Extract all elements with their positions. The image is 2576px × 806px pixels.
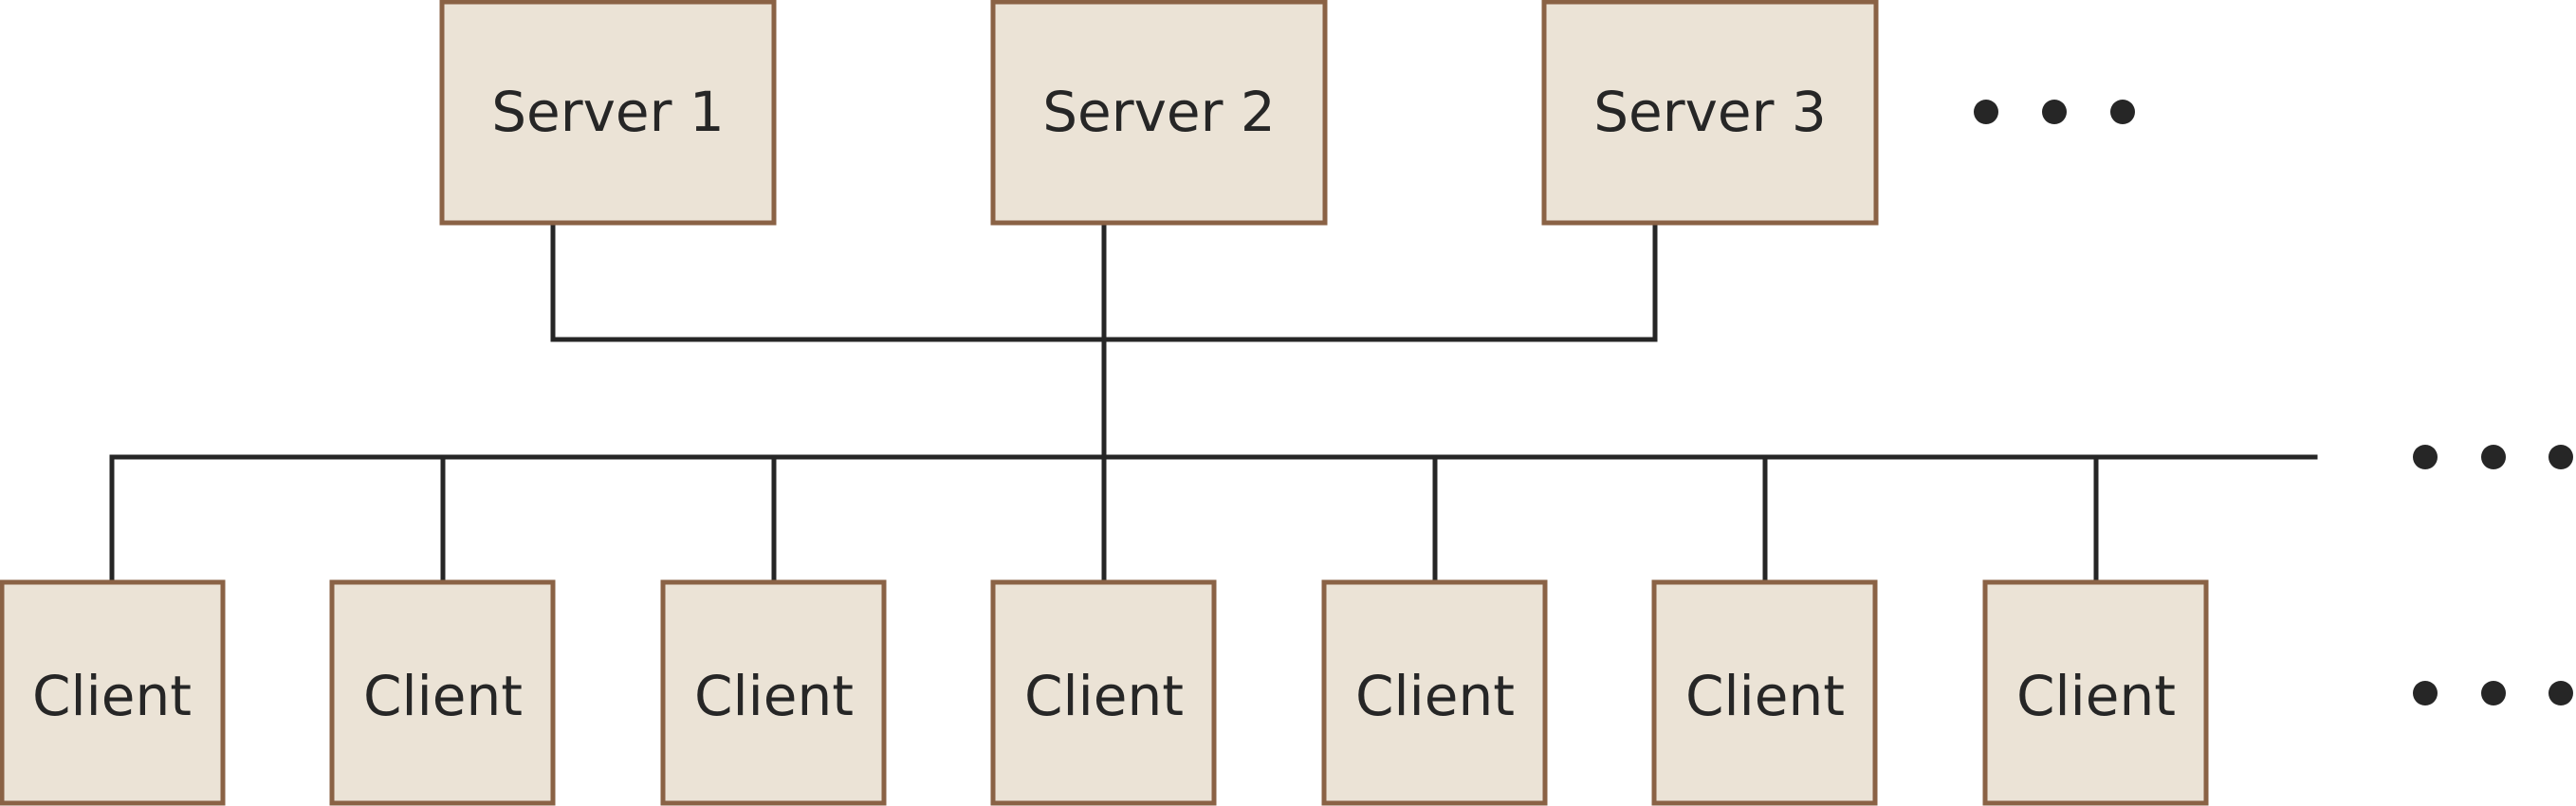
client-3-box (660, 579, 887, 806)
client-7-box (1982, 579, 2209, 806)
more-bus-ellipsis (2413, 445, 2573, 469)
server-3-box (1541, 0, 1879, 226)
server-1-label: Server 1 (491, 80, 725, 144)
server-1-box (439, 0, 777, 226)
client-node: Client (660, 579, 887, 806)
client-4-label: Client (1024, 664, 1184, 728)
ellipsis-dot (2548, 681, 2573, 705)
ellipsis-dot (2413, 445, 2438, 469)
ellipsis-dot (2481, 445, 2506, 469)
client-node: Client (1982, 579, 2209, 806)
client-6-box (1651, 579, 1878, 806)
client-node: Client (0, 579, 226, 806)
ellipsis-dot (2481, 681, 2506, 705)
server-2-label: Server 2 (1042, 80, 1276, 144)
server-3-label: Server 3 (1593, 80, 1827, 144)
client-node: Client (1321, 579, 1548, 806)
ellipsis-dot (1974, 100, 1998, 124)
connections (109, 220, 2318, 585)
server-2-box (990, 0, 1328, 226)
ellipsis-dot (2110, 100, 2135, 124)
client-4-box (990, 579, 1217, 806)
client-5-label: Client (1355, 664, 1515, 728)
client-7-label: Client (2016, 664, 2176, 728)
client-2-box (329, 579, 556, 806)
client-5-box (1321, 579, 1548, 806)
client-1-label: Client (32, 664, 192, 728)
client-3-label: Client (694, 664, 854, 728)
client-node: Client (990, 579, 1217, 806)
client-node: Client (329, 579, 556, 806)
more-clients-ellipsis (2413, 681, 2573, 705)
server-node: Server 2 (990, 0, 1328, 226)
ellipsis-dot (2413, 681, 2438, 705)
client-node: Client (1651, 579, 1878, 806)
client-2-label: Client (363, 664, 523, 728)
client-1-box (0, 579, 226, 806)
server-node: Server 3 (1541, 0, 1879, 226)
server-node: Server 1 (439, 0, 777, 226)
ellipsis-dot (2548, 445, 2573, 469)
more-servers-ellipsis (1974, 100, 2135, 124)
client-6-label: Client (1685, 664, 1845, 728)
ellipsis-dot (2042, 100, 2067, 124)
